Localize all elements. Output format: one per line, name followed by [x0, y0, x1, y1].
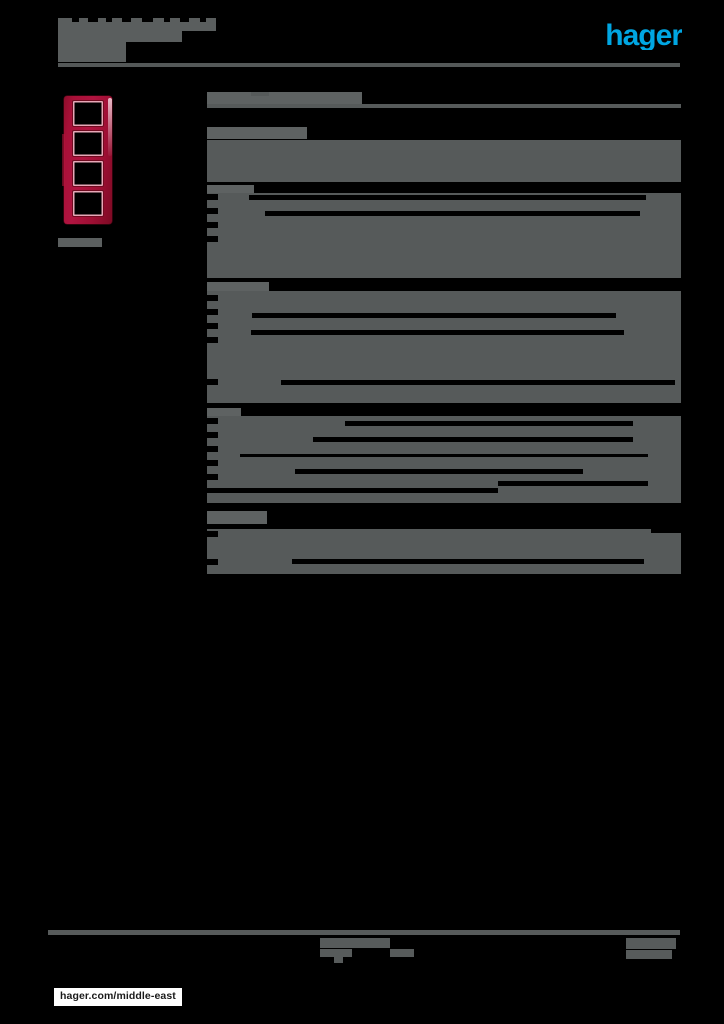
section-2-table [207, 193, 681, 278]
content-heading-rule [207, 104, 681, 108]
section-3-row-gap-3 [281, 380, 675, 385]
title-notch-4 [122, 18, 131, 22]
title-notch-5 [142, 18, 153, 22]
footer-center-bar-3 [390, 949, 414, 957]
section-4-row-gap-1 [345, 421, 633, 426]
section-4-label-gap-1 [207, 418, 218, 424]
frame-specular-highlight [108, 98, 112, 156]
product-caption-redacted [58, 238, 102, 247]
footer-center-bar-1 [320, 938, 390, 948]
title-notch-3 [106, 18, 112, 22]
section-4-row-gap-2 [313, 437, 633, 442]
section-4-label-gap-2 [207, 432, 218, 438]
section-4-label-gap-4 [207, 460, 218, 466]
section-5-label-gap-1 [207, 531, 218, 537]
section-3-label-gap-2 [207, 309, 218, 315]
section-4-row-gap-4 [295, 469, 583, 474]
section-4-label-gap-5 [207, 474, 218, 480]
title-notch-6 [164, 18, 170, 22]
page-subtitle-redacted-a [58, 31, 182, 42]
footer-center-bar-2 [320, 949, 352, 957]
section-2-label-gap-3 [207, 222, 218, 228]
footer-website-link[interactable]: hager.com/middle-east [54, 988, 182, 1006]
section-3-label-gap-5 [207, 379, 218, 385]
section-1-heading-redacted [207, 127, 307, 139]
hager-logo: hager [605, 22, 682, 50]
frame-aperture-3 [73, 161, 103, 186]
header-divider [58, 63, 680, 67]
section-1-table [207, 140, 681, 182]
section-3-label-gap-1 [207, 295, 218, 301]
page-header: hager [0, 0, 724, 80]
page-footer [0, 930, 724, 1024]
footer-right-bar-2 [626, 950, 672, 959]
section-4-label-gap-3 [207, 446, 218, 452]
frame-aperture-2 [73, 131, 103, 156]
title-notch-1 [72, 18, 79, 22]
footer-divider [48, 930, 680, 935]
section-5-heading-redacted [207, 511, 267, 524]
frame-left-edge-shade [62, 134, 65, 186]
section-2-heading-redacted [207, 185, 254, 195]
section-2-row-gap-1 [249, 195, 646, 200]
section-5-row-gap-1 [292, 559, 644, 564]
section-4-row-gap-5 [498, 481, 648, 486]
section-4-row-gap-3 [240, 454, 648, 457]
section-3-row-gap-2 [251, 330, 624, 335]
content-heading-redacted [207, 92, 362, 104]
content-heading-notch [251, 92, 269, 96]
page-subtitle-redacted-b [58, 42, 126, 62]
section-2-label-gap-1 [207, 194, 218, 200]
section-3-heading-redacted [207, 282, 269, 293]
section-4-row-gap-6 [207, 488, 498, 493]
section-2-label-gap-4 [207, 236, 218, 242]
section-3-label-gap-4 [207, 337, 218, 343]
section-3-table [207, 291, 681, 403]
footer-center-bar-4 [334, 957, 343, 963]
frame-aperture-1 [73, 101, 103, 126]
section-4-heading-redacted [207, 408, 241, 418]
footer-right-bar-1 [626, 938, 676, 949]
section-3-label-gap-3 [207, 323, 218, 329]
frame-aperture-4 [73, 191, 103, 216]
title-notch-7 [180, 18, 189, 22]
section-3-row-gap-1 [252, 313, 616, 318]
section-5-label-gap-2 [207, 559, 218, 565]
title-notch-8 [200, 18, 206, 22]
product-image [56, 92, 126, 247]
section-2-row-gap-2 [265, 211, 640, 216]
page-title-redacted [58, 18, 216, 31]
section-5-corner-gap [651, 529, 681, 533]
switch-frame-body [64, 96, 112, 224]
title-notch-2 [88, 18, 98, 22]
section-5-table [207, 529, 681, 574]
section-2-label-gap-2 [207, 208, 218, 214]
